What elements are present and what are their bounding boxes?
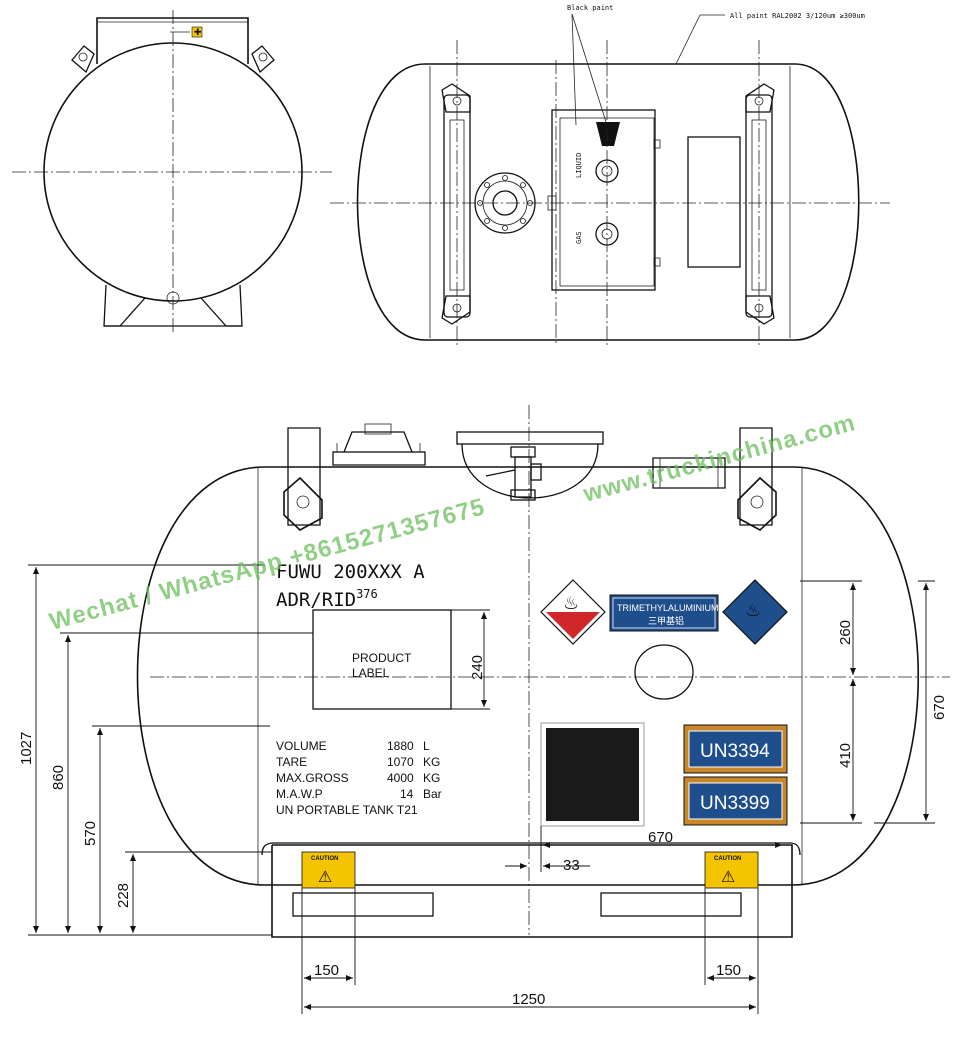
flame-icon: ♨ — [745, 600, 761, 621]
tank-type: UN PORTABLE TANK T21 — [276, 803, 418, 817]
dim-670: 670 — [648, 829, 673, 846]
chemical-name-plate: TRIMETHYLALUMINIUM 三甲基铝 — [609, 594, 719, 632]
forklift-icon: ⚠ — [721, 867, 735, 886]
dim-240: 240 — [469, 655, 486, 680]
document-box — [687, 136, 741, 268]
un-number-1: UN3394 — [700, 741, 770, 762]
product-label-line2: LABEL — [352, 666, 390, 680]
gas-label: GAS — [575, 231, 583, 244]
spec-unit: KG — [423, 771, 440, 785]
spec-key: M.A.W.P — [276, 787, 323, 801]
watermark-website: www.truckinchina.com — [580, 409, 859, 508]
flammable-placard-blue: ♨ — [722, 579, 788, 645]
spec-key: TARE — [276, 755, 307, 769]
spec-key: MAX.GROSS — [276, 771, 349, 785]
dim-150-right: 150 — [716, 962, 741, 979]
dim-410: 410 — [837, 743, 854, 768]
product-label-line1: PRODUCT — [352, 651, 412, 665]
dimension-lines: 1027 860 570 228 240 260 410 — [18, 564, 948, 1014]
warning-icon — [191, 26, 203, 38]
forklift-icon: ⚠ — [318, 867, 332, 886]
dim-570: 570 — [82, 821, 99, 846]
dim-150-left: 150 — [314, 962, 339, 979]
spec-unit: L — [423, 739, 430, 753]
un-number-2: UN3399 — [700, 793, 770, 814]
un-plate-1: UN3394 — [683, 724, 788, 774]
liquid-label: LIQUID — [575, 153, 583, 178]
spec-value: 1070 — [387, 755, 414, 769]
spec-value: 14 — [400, 787, 414, 801]
dim-860: 860 — [50, 765, 67, 790]
dim-1250: 1250 — [512, 991, 545, 1008]
un-plate-2: UN3399 — [683, 776, 788, 826]
caution-sticker-right: CAUTION ⚠ — [704, 851, 759, 889]
oval-marking — [634, 644, 694, 700]
dim-670-vertical: 670 — [931, 695, 948, 720]
flame-icon: ♨ — [563, 593, 579, 614]
spec-key: VOLUME — [276, 739, 327, 753]
side-view: FUWU 200XXX A ADR/RID376 PRODUCT LABEL V… — [18, 405, 950, 1014]
dim-33: 33 — [563, 857, 580, 874]
svg-text:✚: ✚ — [194, 28, 202, 38]
flammable-placard-red: ♨ — [540, 579, 606, 645]
chemical-name: TRIMETHYLALUMINIUM — [617, 603, 719, 613]
top-view: LIQUID GAS Black paint All paint RAL2002… — [330, 4, 890, 345]
chemical-name-cn: 三甲基铝 — [648, 615, 684, 626]
spec-unit: Bar — [423, 787, 442, 801]
caution-sticker-left: CAUTION ⚠ — [301, 851, 356, 889]
black-paint-mark — [596, 122, 620, 146]
caution-text: CAUTION — [311, 856, 338, 862]
dim-260: 260 — [837, 620, 854, 645]
spec-unit: KG — [423, 755, 440, 769]
spec-value: 1880 — [387, 739, 414, 753]
adr-rid-code: ADR/RID376 — [276, 587, 378, 611]
caution-text: CAUTION — [714, 856, 741, 862]
product-label-box — [312, 609, 452, 710]
tank-shell-side — [136, 466, 920, 886]
paint-spec-note: All paint RAL2002 3/120um ≥300um — [730, 12, 865, 20]
tank-shell-top — [356, 63, 860, 341]
spec-value: 4000 — [387, 771, 414, 785]
black-paint-note: Black paint — [567, 4, 613, 12]
model-number: FUWU 200XXX A — [276, 561, 425, 583]
end-view: ✚ — [12, 10, 332, 335]
dim-228: 228 — [115, 883, 132, 908]
dim-1027: 1027 — [18, 732, 35, 765]
black-marking-panel — [546, 728, 639, 821]
spec-table: VOLUME 1880 L TARE 1070 KG MAX.GROSS 400… — [276, 726, 446, 817]
